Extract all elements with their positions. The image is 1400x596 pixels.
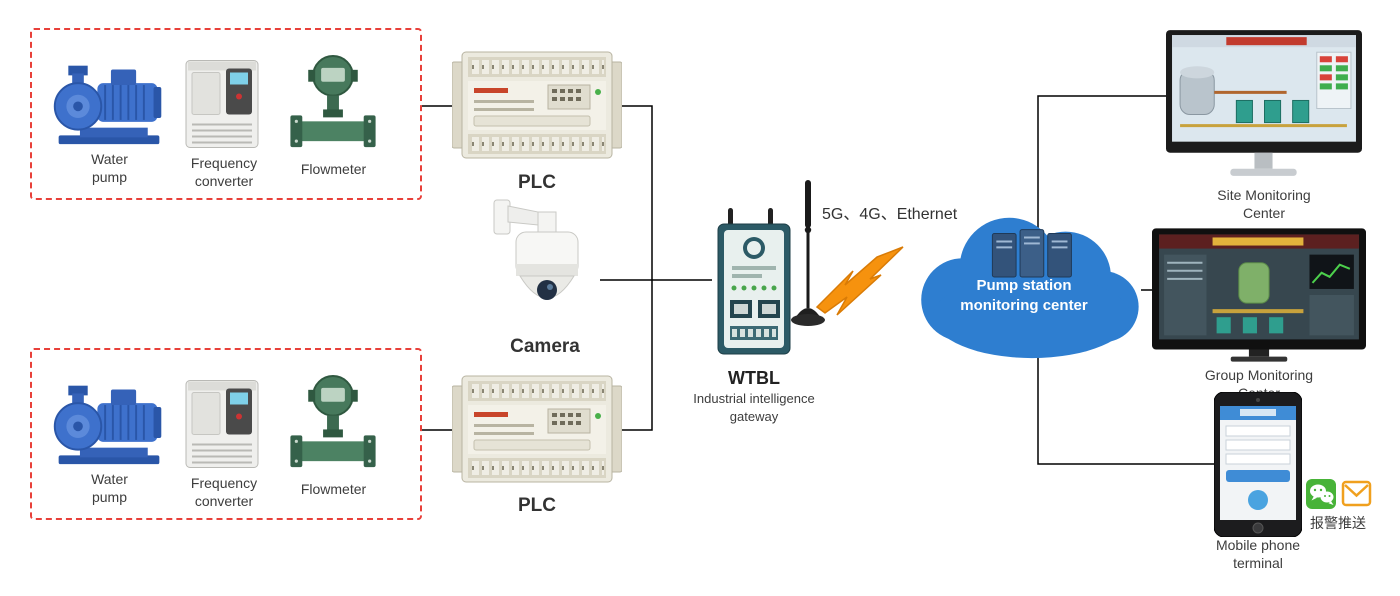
wechat-icon: [1306, 479, 1336, 509]
frequency-converter-icon: [182, 56, 262, 152]
server-icons: [991, 229, 1072, 278]
field-group-top: Water pump Frequency converter: [30, 28, 422, 200]
plc-top-icon: [452, 48, 622, 163]
camera-icon: [490, 198, 600, 333]
frequency-converter-label: Frequency converter: [190, 475, 258, 510]
mail-icon: [1341, 480, 1372, 507]
water-pump-label: Water pump: [91, 471, 128, 506]
frequency-converter-label: Frequency converter: [190, 155, 258, 190]
flowmeter-icon: [288, 52, 378, 156]
gateway-icon: [712, 208, 796, 363]
field-group-bottom: Water pump Frequency converter: [30, 348, 422, 520]
alarm-push-icons: [1306, 478, 1372, 510]
antenna-icon: [788, 178, 828, 333]
group-monitor-icon: [1152, 228, 1366, 362]
water-pump-label: Water pump: [91, 151, 128, 186]
flowmeter-label: Flowmeter: [300, 481, 367, 497]
flowmeter-icon: [288, 372, 378, 476]
plc-bottom-icon: [452, 372, 622, 487]
flowmeter-label: Flowmeter: [300, 161, 367, 177]
cloud-icon: [905, 196, 1143, 364]
gateway-title: WTBL: [728, 368, 780, 388]
mobile-phone-label: Mobile phone terminal: [1215, 537, 1301, 572]
mobile-phone-icon: [1214, 392, 1302, 537]
water-pump-icon: [50, 376, 168, 468]
alarm-push-label: 报警推送: [1310, 515, 1366, 531]
gateway-subtitle: Industrial intelligence gateway: [693, 391, 815, 424]
site-monitor-label: Site Monitoring Center: [1217, 187, 1311, 222]
frequency-converter-icon: [182, 376, 262, 472]
camera-label: Camera: [510, 336, 580, 357]
water-pump-icon: [50, 56, 168, 148]
cloud-label: Pump station monitoring center: [960, 277, 1088, 315]
wireless-label: 5G、4G、Ethernet: [822, 206, 958, 223]
plc-top-label: PLC: [518, 172, 556, 193]
lightning-icon: [815, 245, 915, 320]
site-monitor-icon: [1166, 30, 1362, 186]
plc-bottom-label: PLC: [518, 495, 556, 516]
